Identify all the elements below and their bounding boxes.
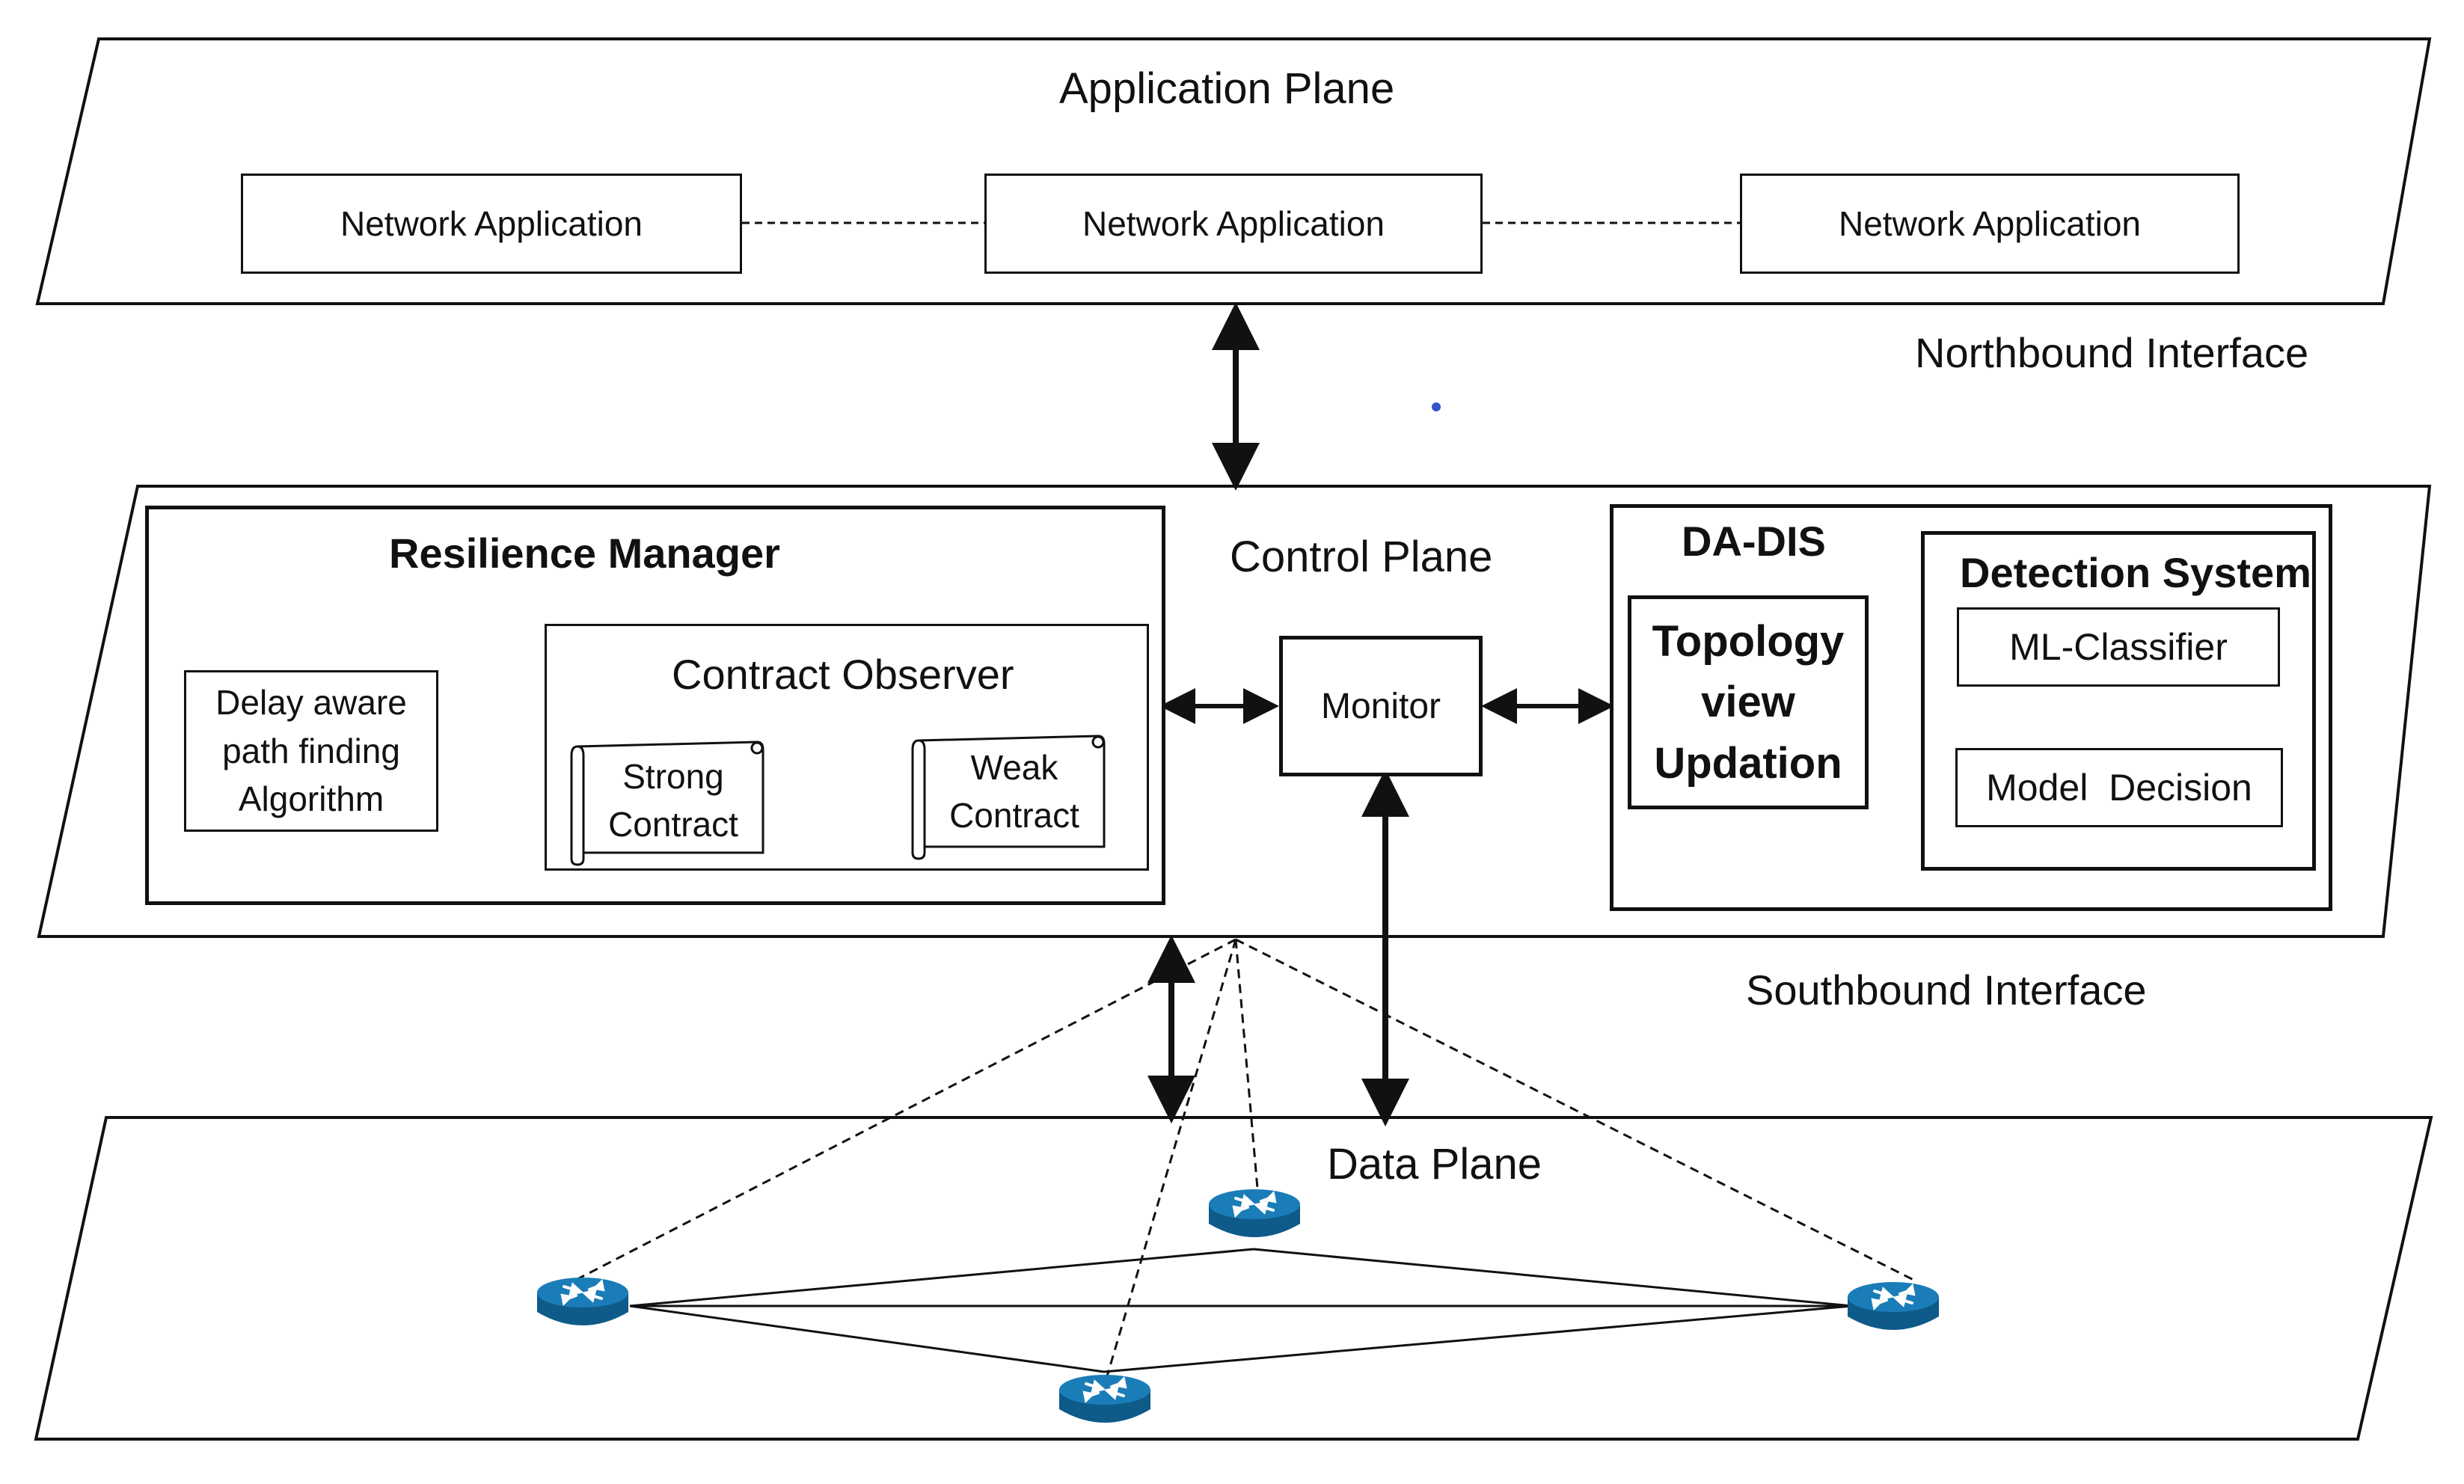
topology-view-updation-box: Topology view Updation <box>1628 595 1869 809</box>
scroll-icon <box>911 735 1106 860</box>
ml-classifier-box: ML-Classifier <box>1957 607 2280 687</box>
detection-system-title: Detection System <box>1960 549 2311 596</box>
strong-contract-scroll: Strong Contract <box>561 739 770 868</box>
network-application-3: Network Application <box>1740 174 2240 274</box>
algorithm-line: Algorithm <box>238 779 384 819</box>
router-left-icon <box>537 1278 628 1325</box>
topology-line: Updation <box>1654 738 1842 788</box>
scroll-icon <box>570 741 764 866</box>
weak-contract-scroll: Weak Contract <box>902 733 1112 862</box>
topology-line: Topology <box>1652 617 1845 666</box>
control-links <box>577 938 1916 1377</box>
ml-classifier-label: ML-Classifier <box>2009 626 2228 668</box>
router-top-icon <box>1209 1189 1300 1237</box>
southbound-interface-label: Southbound Interface <box>1746 966 2147 1014</box>
model-decision-label: Model Decision <box>1986 767 2252 809</box>
delay-aware-algorithm-box: Delay aware path finding Algorithm <box>184 670 438 832</box>
network-application-2: Network Application <box>984 174 1483 274</box>
model-decision-box: Model Decision <box>1955 748 2283 827</box>
weak-contract-line: Contract <box>949 796 1079 835</box>
network-application-label: Network Application <box>1839 204 2141 243</box>
application-plane-title: Application Plane <box>1059 64 1395 113</box>
network-application-label: Network Application <box>340 204 643 243</box>
router-mesh <box>629 1248 1853 1373</box>
monitor-label: Monitor <box>1320 686 1441 726</box>
da-dis-title: DA-DIS <box>1682 518 1826 565</box>
network-application-1: Network Application <box>241 174 742 274</box>
network-application-label: Network Application <box>1082 204 1385 243</box>
algorithm-line: Delay aware <box>215 683 407 723</box>
northbound-interface-label: Northbound Interface <box>1915 329 2309 376</box>
topology-line: view <box>1701 678 1795 727</box>
strong-contract-line: Contract <box>608 805 738 844</box>
weak-contract-line: Weak <box>970 748 1058 787</box>
algorithm-line: path finding <box>222 731 400 770</box>
data-plane-outline <box>34 1116 2433 1441</box>
control-plane-title: Control Plane <box>1230 533 1493 581</box>
monitor-box: Monitor <box>1279 636 1483 776</box>
router-bottom-icon <box>1059 1375 1150 1423</box>
data-plane-title: Data Plane <box>1327 1140 1542 1189</box>
router-right-icon <box>1848 1282 1939 1330</box>
contract-observer-title: Contract Observer <box>672 651 1014 698</box>
strong-contract-line: Strong <box>622 757 724 796</box>
resilience-manager-title: Resilience Manager <box>389 530 780 577</box>
